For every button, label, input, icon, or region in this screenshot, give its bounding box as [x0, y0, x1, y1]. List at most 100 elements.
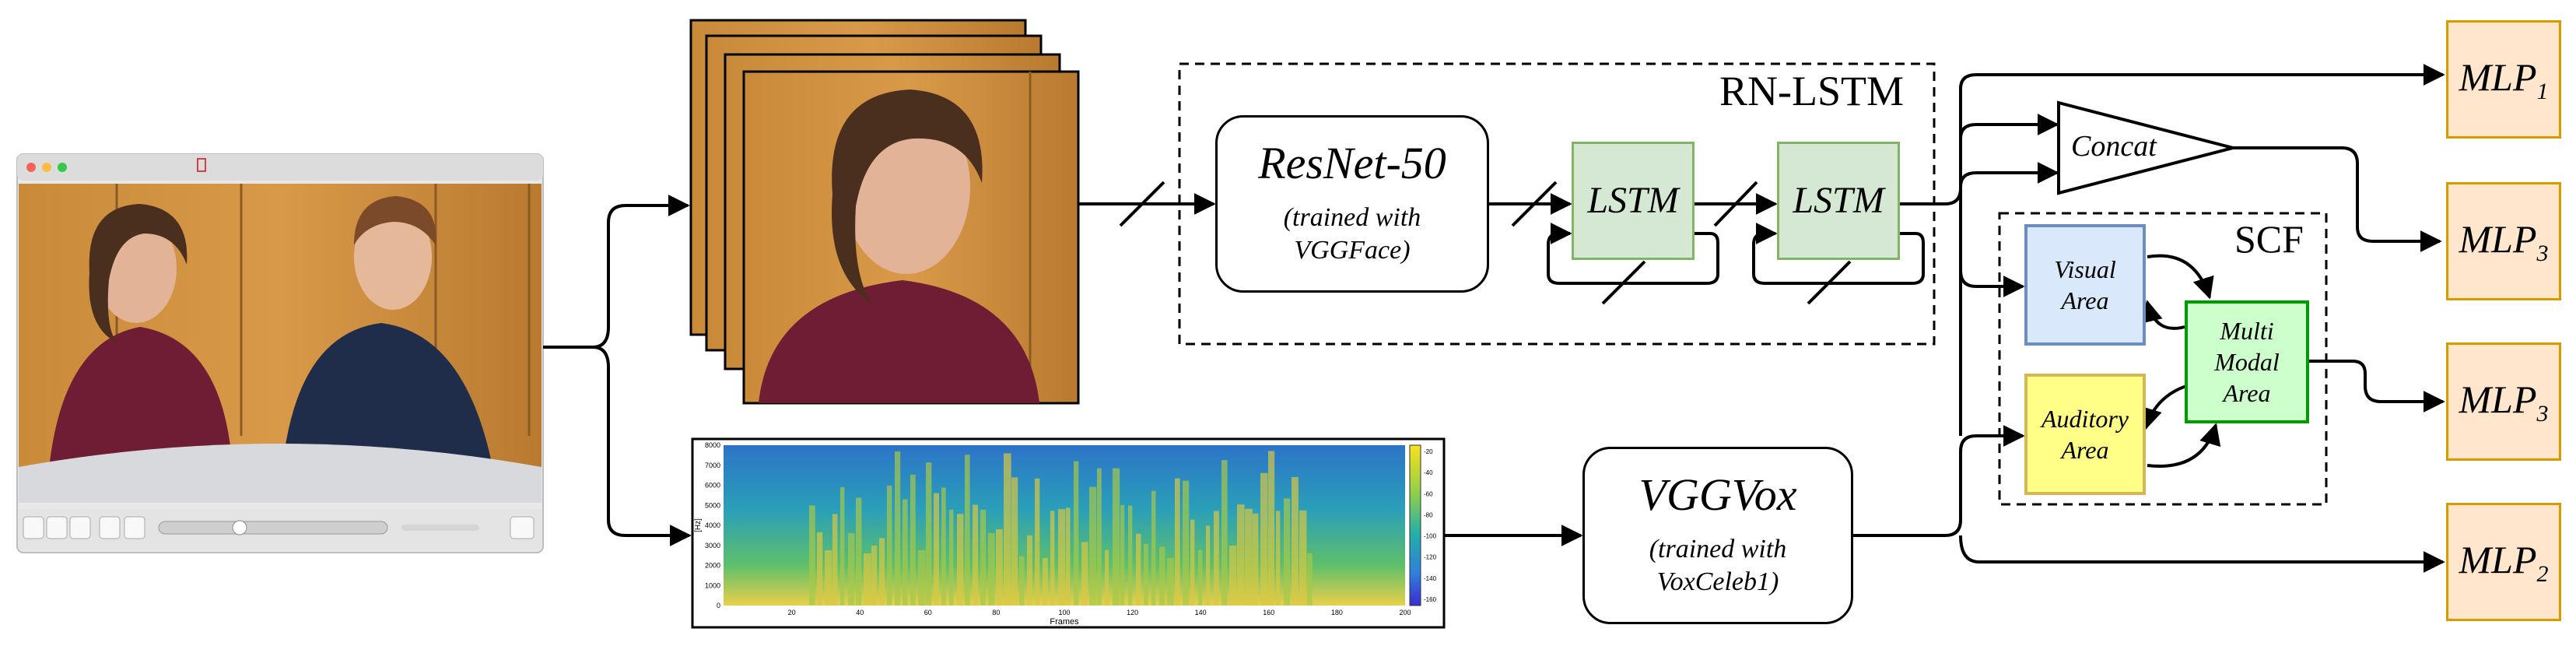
colorbar-tick: -20 [1424, 448, 1433, 455]
spectrogram-band [1276, 511, 1281, 606]
rewind-button[interactable] [23, 516, 44, 539]
spectrogram-ytick: 5000 [705, 501, 720, 509]
vggvox-title: VGGVox [1638, 469, 1797, 521]
mlp-2-label: MLP3 [2459, 216, 2549, 266]
spectrogram-band [1004, 453, 1011, 606]
visual-area-label: Visual Area [2026, 226, 2144, 344]
spectrogram-xlabel: Frames [1050, 617, 1079, 627]
spectrogram-xtick: 200 [1399, 609, 1411, 616]
visual-line1: Visual [2054, 255, 2116, 283]
spectrogram-band [1089, 486, 1097, 606]
multimodal-area-box [2185, 300, 2309, 423]
rn-lstm-label: RN-LSTM [1719, 68, 1905, 114]
vggvox-sub-line1: (trained with [1649, 534, 1787, 563]
spectrogram-band [1050, 511, 1055, 606]
spectrogram-band [809, 505, 815, 606]
spectrogram-band [1074, 461, 1079, 606]
spectrogram-xtick: 120 [1127, 609, 1138, 616]
spectrogram-band [1081, 542, 1088, 606]
mlp-4-label: MLP2 [2459, 537, 2549, 587]
colorbar-tick: -40 [1424, 469, 1433, 476]
spectrogram-band [965, 455, 970, 606]
spectrogram-band [1198, 549, 1203, 606]
spectrogram-xtick: 140 [1195, 609, 1207, 616]
spectrogram-band [957, 514, 964, 606]
spectrogram-band [1043, 558, 1048, 606]
colorbar-tick: -100 [1424, 533, 1437, 540]
spectrogram-band [1151, 490, 1156, 606]
vggvox-subtitle: (trained with VoxCeleb1) [1649, 533, 1787, 599]
spectrogram-band [1175, 478, 1180, 606]
multi-line3: Area [2223, 379, 2271, 407]
spectrogram-band [840, 486, 845, 606]
spectrogram-band [926, 462, 932, 606]
spectrogram-ytick: 2000 [705, 562, 720, 570]
mlp-box-3: MLP3 [2446, 342, 2561, 461]
visual-line2: Area [2061, 286, 2109, 314]
spectrogram-band [1011, 477, 1018, 606]
spectrogram-band [934, 493, 940, 606]
fullscreen-button[interactable] [510, 516, 534, 539]
spectrogram-band [1253, 513, 1259, 606]
spectrogram-ytick: 8000 [705, 441, 720, 449]
spectrogram-ytick: 3000 [705, 542, 720, 549]
spectrogram-band [1120, 504, 1125, 606]
fast-forward-button[interactable] [69, 516, 91, 539]
spectrogram-band [1066, 507, 1071, 606]
multi-line2: Modal [2214, 348, 2280, 376]
spectrogram-band [825, 550, 832, 606]
spectrogram-band [1035, 478, 1040, 606]
video-frame [19, 184, 541, 503]
spectrogram-band [973, 504, 979, 606]
window-minimize-dot[interactable] [42, 163, 51, 172]
spectrogram-band [1237, 504, 1245, 606]
spectrogram-band [1292, 476, 1299, 606]
stop-button[interactable] [99, 516, 121, 539]
seek-thumb[interactable] [232, 520, 247, 535]
colorbar-tick: -160 [1424, 596, 1437, 603]
lstm-2-label: LSTM [1793, 179, 1884, 221]
lstm-1-label: LSTM [1587, 179, 1679, 221]
seek-bar[interactable] [158, 521, 388, 535]
connectors [543, 64, 2445, 573]
mlp-box-4: MLP2 [2446, 503, 2561, 621]
resnet-block: ResNet-50 (trained with VGGFace) [1215, 115, 1489, 293]
spectrogram-xtick: 20 [788, 609, 796, 616]
spectrogram-xtick: 180 [1331, 609, 1343, 616]
mlp-box-1: MLP1 [2446, 20, 2561, 139]
spectrogram-band [949, 509, 954, 606]
playlist-button[interactable] [124, 516, 145, 539]
spectrogram-band [1113, 468, 1120, 606]
resnet-sub-line2: VGGFace) [1294, 236, 1411, 265]
spectrogram-xtick: 100 [1058, 609, 1070, 616]
resnet-title: ResNet-50 [1258, 138, 1446, 189]
play-button[interactable] [46, 516, 68, 539]
colorbar-tick: -120 [1424, 554, 1437, 561]
spectrogram-band [910, 474, 916, 606]
mlp-1-label: MLP1 [2459, 54, 2549, 104]
vggvox-block: VGGVox (trained with VoxCeleb1) [1582, 447, 1853, 624]
spectrogram-ytick: 4000 [705, 521, 720, 529]
scf-label: SCF [2234, 217, 2304, 261]
spectrogram-band [941, 487, 946, 606]
spectrogram-band [1229, 546, 1237, 606]
concat-triangle [2057, 100, 2239, 195]
window-close-dot[interactable] [26, 163, 36, 172]
multimodal-area-label: Multi Modal Area [2186, 302, 2308, 422]
spectrogram-band [832, 514, 838, 606]
spectrogram-band [1058, 509, 1066, 606]
window-zoom-dot[interactable] [58, 163, 67, 172]
spectrogram-band [918, 549, 926, 606]
volume-slider[interactable] [401, 525, 479, 531]
colorbar [1409, 444, 1421, 606]
face-frame-stack [689, 19, 1080, 405]
spectrogram-band [1097, 468, 1102, 606]
spectrogram-band [1214, 511, 1219, 606]
auditory-line1: Auditory [2042, 405, 2129, 433]
spectrogram-xtick: 40 [856, 609, 864, 616]
spectrogram-band [988, 532, 995, 606]
spectrogram-band [879, 538, 885, 606]
spectrogram-band [1105, 549, 1109, 606]
spectrogram-xtick: 60 [924, 609, 932, 616]
